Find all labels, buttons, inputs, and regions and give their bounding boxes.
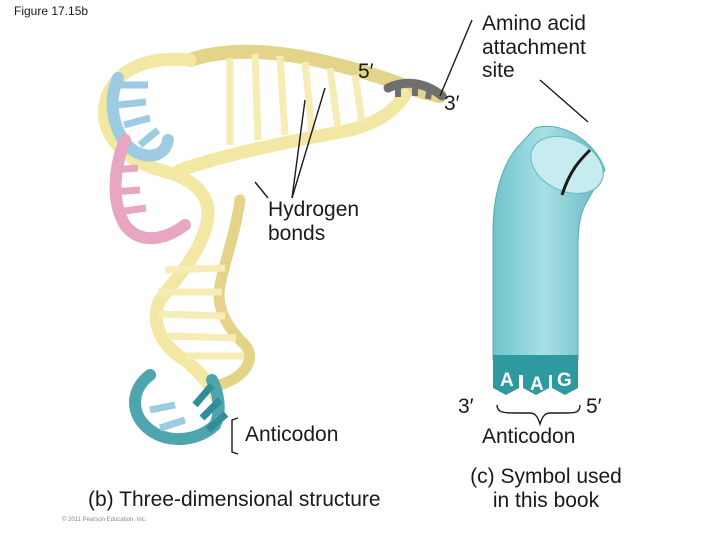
symbol-anticodon-band <box>493 355 578 375</box>
anticodon-base-1: A <box>500 370 514 391</box>
copyright-notice: © 2011 Pearson Education, Inc. <box>62 517 147 523</box>
anticodon-label-symbol: Anticodon <box>482 425 576 448</box>
t-arm-pink <box>109 134 191 245</box>
anticodon-label-3d: Anticodon <box>245 423 339 446</box>
central-strand <box>149 223 222 402</box>
anticodon-stem-pairs <box>157 264 244 360</box>
amino-acid-site-label: Amino acid attachment site <box>482 12 586 83</box>
symbol-top-face <box>530 135 604 195</box>
anticodon-base-3: G <box>557 370 572 391</box>
three-prime-label-symbol: 3′ <box>458 395 474 418</box>
three-prime-label-top: 3′ <box>444 92 460 115</box>
caption-symbol: (c) Symbol used in this book <box>470 465 622 512</box>
trna-3d-structure <box>97 44 447 446</box>
figure-label: Figure 17.15b <box>14 4 89 18</box>
anticodon-base-2: A <box>530 374 544 395</box>
codon-tab-3 <box>552 372 578 395</box>
d-loop-blue <box>106 72 174 162</box>
acceptor-strand-a <box>183 44 447 103</box>
acceptor-strand-b <box>173 88 412 177</box>
five-prime-label-symbol: 5′ <box>586 395 602 418</box>
d-arm-strand <box>97 52 215 237</box>
caption-three-dimensional: (b) Three-dimensional structure <box>88 488 381 511</box>
trna-symbol <box>492 125 606 427</box>
codon-tab-2 <box>523 372 549 395</box>
anticodon-bases-3d <box>192 382 229 433</box>
acceptor-base-pairs <box>226 53 366 145</box>
five-prime-label-top: 5′ <box>358 60 374 83</box>
codon-tab-1 <box>493 372 519 395</box>
leader-lines <box>231 19 589 455</box>
anticodon-brace <box>496 404 581 427</box>
hydrogen-bonds-label: Hydrogen bonds <box>268 198 360 245</box>
